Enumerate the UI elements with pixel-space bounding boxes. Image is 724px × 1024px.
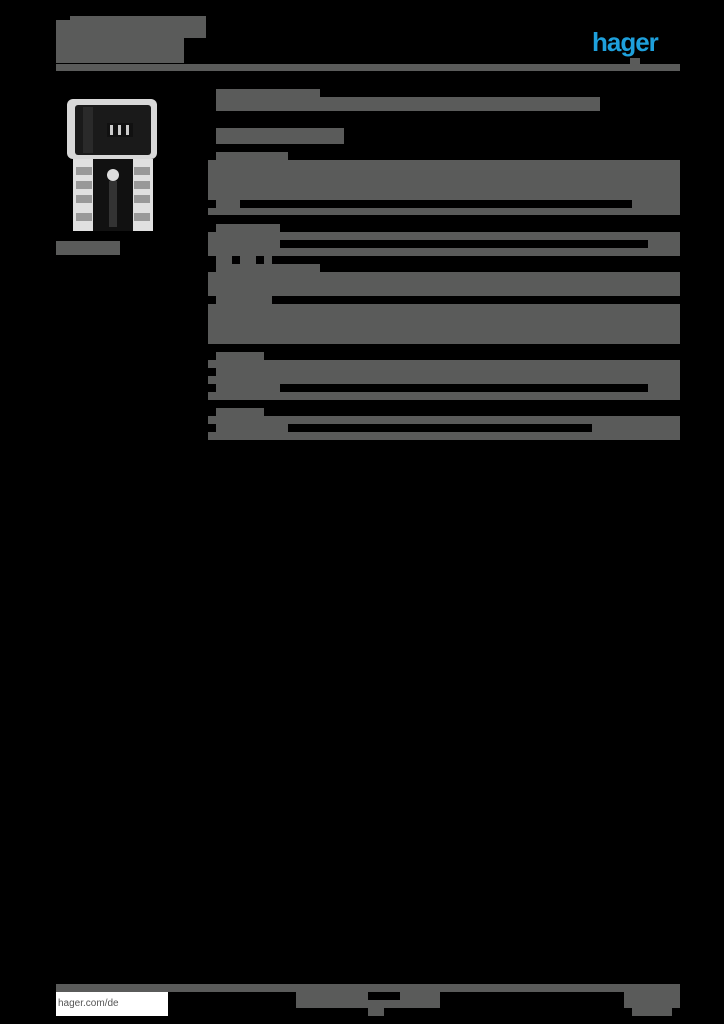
section-1-leader-line bbox=[240, 200, 632, 208]
section-2-row-bits bbox=[216, 256, 272, 264]
section-5-label bbox=[216, 352, 264, 362]
footer-center-tail bbox=[368, 1008, 384, 1016]
footer-divider bbox=[56, 984, 680, 992]
logo-underline-mark bbox=[630, 58, 640, 66]
header-divider bbox=[56, 64, 680, 71]
section-6-leader-line bbox=[288, 424, 592, 432]
section-2-label bbox=[216, 224, 280, 234]
section-1-label bbox=[216, 152, 288, 162]
section-2-leader-line bbox=[280, 240, 648, 248]
section-2-row-gap2 bbox=[256, 256, 264, 264]
footer-center-text bbox=[296, 992, 440, 1008]
product-image bbox=[63, 97, 163, 235]
section-4-table bbox=[208, 304, 680, 344]
footer-page-info bbox=[624, 992, 680, 1008]
section-5-leader-line bbox=[280, 384, 648, 392]
product-heading-ascenders bbox=[216, 89, 320, 97]
section-1-row-indent bbox=[208, 200, 216, 208]
product-image-caption bbox=[56, 241, 120, 255]
section-6-indent bbox=[208, 424, 216, 432]
footer-center-gap bbox=[368, 992, 400, 1000]
section-5-indent-2 bbox=[208, 384, 216, 392]
section-3-label bbox=[216, 264, 320, 274]
section-6-label bbox=[216, 408, 264, 418]
section-4-label bbox=[216, 296, 272, 306]
header-title-line2 bbox=[56, 38, 184, 63]
header-title-notch bbox=[56, 16, 70, 20]
hager-logo: hager bbox=[592, 27, 659, 57]
section-2-row-gap1 bbox=[232, 256, 240, 264]
product-heading bbox=[216, 97, 600, 111]
footer-page-info-line2 bbox=[632, 1008, 672, 1016]
section-5-indent-1 bbox=[208, 368, 216, 376]
footer-website-link[interactable]: hager.com/de bbox=[56, 992, 168, 1016]
section-5-table bbox=[208, 360, 680, 400]
header-title-line1 bbox=[56, 16, 206, 38]
product-subheading bbox=[216, 128, 344, 144]
section-3-table bbox=[208, 272, 680, 296]
